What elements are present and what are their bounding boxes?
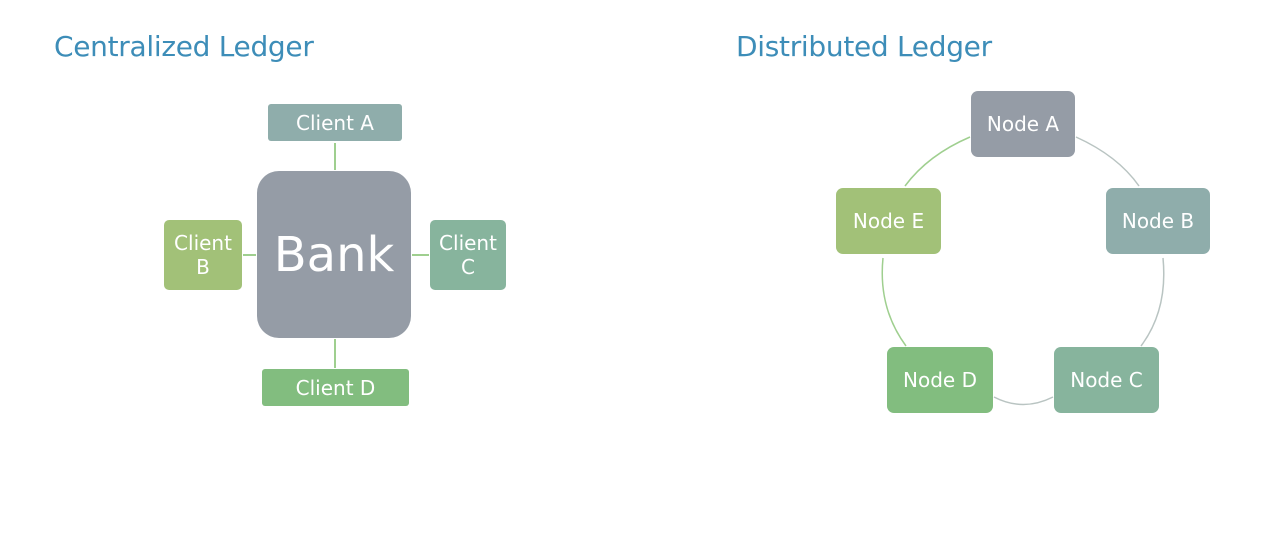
- client-b-label-line1: Client: [174, 231, 232, 255]
- client-a-label: Client A: [296, 110, 374, 135]
- node-e-label: Node E: [852, 209, 925, 233]
- node-a-label: Node A: [986, 112, 1060, 136]
- ring-arc-a-b: [1075, 136, 1140, 187]
- centralized-ledger-title: Centralized Ledger: [54, 30, 314, 63]
- ring-arc-c-d: [993, 396, 1054, 406]
- node-c-box: Node C: [1054, 347, 1159, 413]
- node-e-box: Node E: [836, 188, 941, 254]
- client-c-label-line1: Client: [439, 231, 497, 255]
- node-b-label: Node B: [1121, 209, 1195, 233]
- ring-arc-b-c: [1140, 257, 1165, 347]
- client-d-label: Client D: [295, 375, 376, 400]
- client-b-box: Client B: [164, 220, 242, 290]
- distributed-ledger-title: Distributed Ledger: [736, 30, 992, 63]
- node-a-box: Node A: [971, 91, 1075, 157]
- node-d-label: Node D: [903, 368, 977, 392]
- ring-arc-d-e: [881, 257, 907, 347]
- node-d-box: Node D: [887, 347, 993, 413]
- client-b-label-line2: B: [196, 255, 210, 279]
- bank-hub: Bank: [257, 171, 411, 338]
- client-c-label-line2: C: [461, 255, 475, 279]
- client-a-box: Client A: [268, 104, 402, 141]
- client-d-box: Client D: [262, 369, 409, 406]
- ring-arc-e-a: [904, 136, 971, 187]
- node-c-label: Node C: [1070, 368, 1143, 392]
- bank-label: Bank: [273, 226, 395, 283]
- client-c-box: Client C: [430, 220, 506, 290]
- node-b-box: Node B: [1106, 188, 1210, 254]
